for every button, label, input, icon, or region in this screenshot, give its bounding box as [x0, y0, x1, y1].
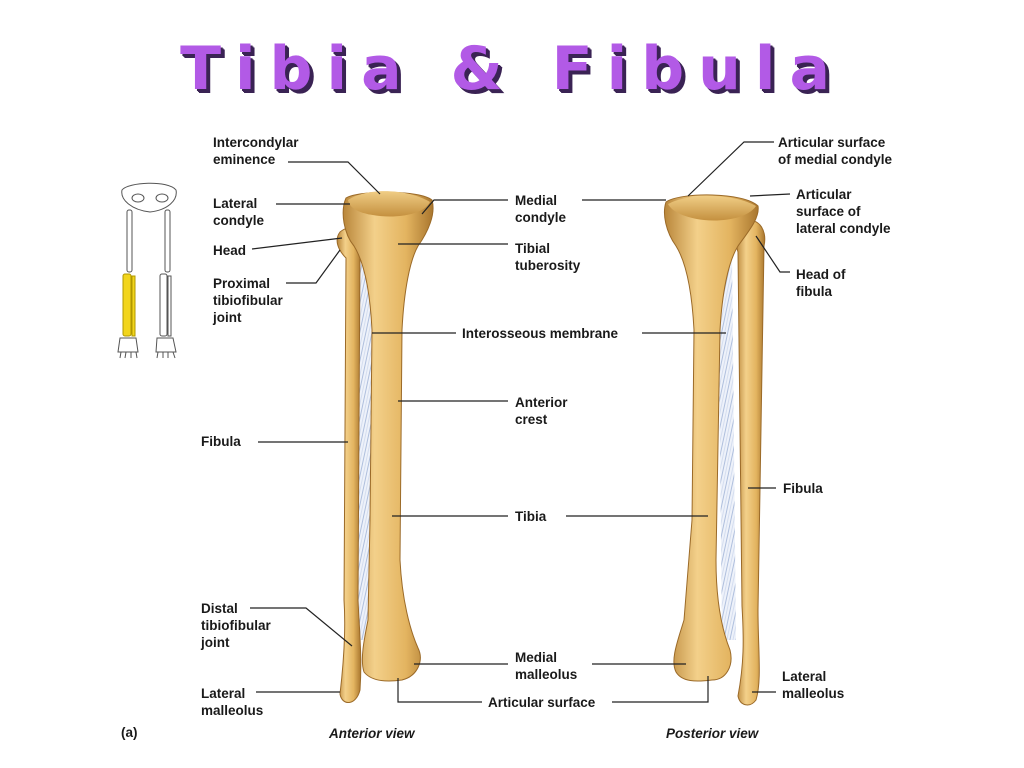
- label-lateral-malleolus-posterior: Lateral malleolus: [782, 669, 845, 701]
- anterior-bones: [336, 191, 434, 703]
- slide-title: Tibia & Fibula: [180, 34, 844, 104]
- label-head: Head: [213, 243, 247, 258]
- label-fibula-anterior: Fibula: [201, 434, 241, 449]
- label-tibia: Tibia: [515, 509, 547, 524]
- label-articular-surface-lateral-condyle: Articular surface of lateral condyle: [796, 187, 891, 236]
- posterior-bones: [663, 194, 766, 706]
- label-intercondylar-eminence: Intercondylar eminence: [213, 135, 299, 167]
- label-articular-surface-medial-condyle: Articular surface of medial condyle: [778, 135, 893, 167]
- label-proximal-tibiofibular-joint: Proximal tibiofibular joint: [213, 276, 283, 325]
- label-medial-malleolus: Medial malleolus: [515, 650, 578, 682]
- label-anterior-crest: Anterior crest: [515, 395, 568, 427]
- label-distal-tibiofibular-joint: Distal tibiofibular joint: [201, 601, 271, 650]
- label-medial-condyle: Medial condyle: [515, 193, 567, 225]
- label-lateral-condyle: Lateral condyle: [213, 196, 265, 228]
- label-tibial-tuberosity: Tibial tuberosity: [515, 241, 581, 273]
- leader-lines: [250, 141, 791, 703]
- label-head-of-fibula: Head of fibula: [796, 267, 846, 299]
- anterior-view-caption: Anterior view: [329, 726, 415, 741]
- label-interosseous-membrane: Interosseous membrane: [462, 326, 619, 341]
- skeleton-thumbnail: [117, 182, 177, 359]
- figure-tag: (a): [121, 725, 138, 740]
- label-articular-surface: Articular surface: [488, 695, 596, 710]
- posterior-view-caption: Posterior view: [666, 726, 759, 741]
- label-fibula-posterior: Fibula: [783, 481, 823, 496]
- label-lateral-malleolus-anterior: Lateral malleolus: [201, 686, 264, 718]
